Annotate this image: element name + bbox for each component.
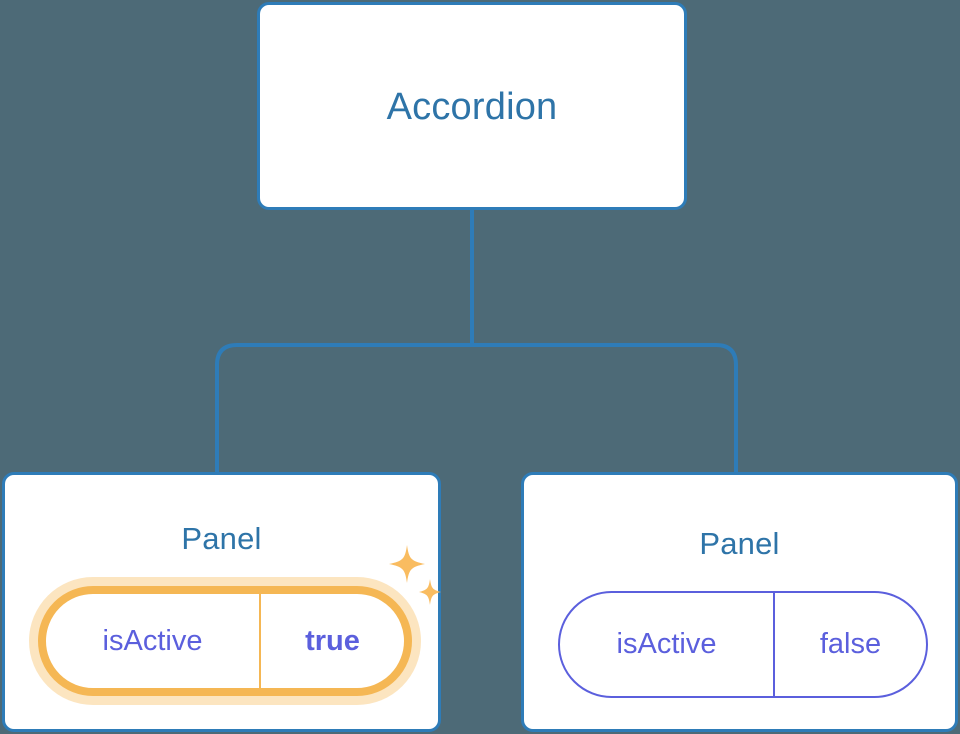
prop-pill-active[interactable]: isActive true (38, 586, 412, 696)
tree-node-panel-right[interactable]: Panel isActive false (521, 472, 958, 732)
tree-node-accordion[interactable]: Accordion (257, 2, 687, 210)
prop-key-isactive-left: isActive (46, 594, 261, 688)
prop-key-isactive-right: isActive (560, 593, 775, 696)
node-title-accordion: Accordion (386, 86, 558, 128)
tree-node-panel-left[interactable]: Panel isActive true (2, 472, 441, 732)
prop-value-isactive-right: false (819, 628, 882, 660)
prop-pill-active-wrapper: isActive true (29, 577, 421, 705)
prop-value-isactive-left: true (305, 624, 360, 657)
prop-pill-inactive[interactable]: isActive false (558, 591, 928, 698)
node-title-panel-left: Panel (181, 521, 262, 556)
connector-branch-bar (215, 343, 738, 472)
node-title-panel-right: Panel (699, 526, 780, 561)
